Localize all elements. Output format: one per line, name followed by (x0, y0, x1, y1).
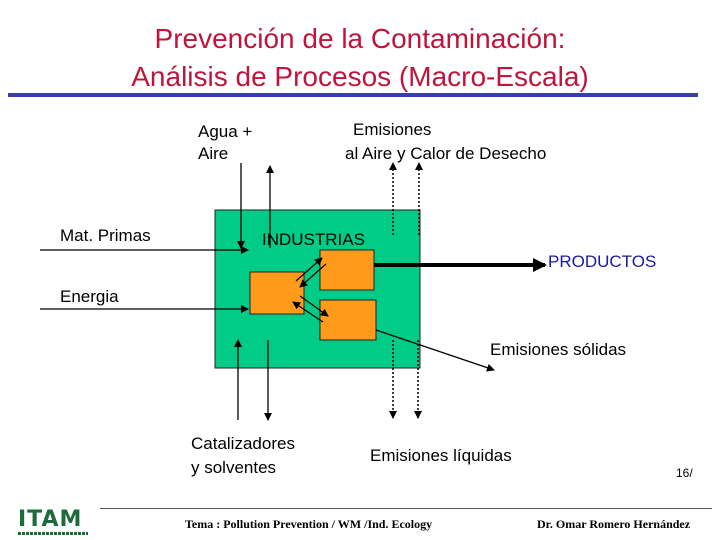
label-agua-aire-2: Aire (198, 144, 229, 163)
logo-text: ITAM (18, 507, 83, 532)
title-rule (8, 93, 698, 97)
label-productos: PRODUCTOS (548, 252, 657, 271)
slide-title-line2: Análisis de Procesos (Macro-Escala) (131, 61, 589, 92)
internal-arrow-c (299, 295, 329, 317)
label-emisiones-aire-1: Emisiones (353, 120, 432, 139)
internal-arrow-d (292, 301, 324, 323)
internal-arrow-a (295, 257, 323, 282)
label-catalizadores-1: Catalizadores (191, 434, 295, 453)
page-number: 16/ (676, 466, 693, 480)
label-emisiones-solidas: Emisiones sólidas (490, 340, 627, 359)
logo-stripe (18, 532, 88, 535)
label-industrias: INDUSTRIAS (262, 230, 365, 249)
emisiones-solidas-arrow (375, 329, 495, 372)
process-box-3 (319, 299, 377, 341)
industry-box (214, 209, 421, 369)
label-emisiones-liquidas: Emisiones líquidas (370, 446, 512, 465)
process-box-2 (249, 271, 305, 315)
label-mat-primas: Mat. Primas (60, 226, 151, 245)
itam-logo: ITAM (18, 507, 88, 536)
label-catalizadores-2: y solventes (191, 458, 277, 477)
label-energia: Energia (60, 287, 119, 306)
footer-topic: Tema : Pollution Prevention / WM /Ind. E… (185, 517, 433, 531)
label-agua-aire-1: Agua + (198, 122, 253, 141)
process-box-1 (319, 249, 375, 291)
footer-rule (100, 508, 712, 509)
internal-arrow-b (299, 263, 327, 288)
slide-title-line1: Prevención de la Contaminación: (154, 23, 566, 54)
label-emisiones-aire-2: al Aire y Calor de Desecho (345, 144, 547, 163)
footer-author: Dr. Omar Romero Hernández (537, 517, 691, 531)
